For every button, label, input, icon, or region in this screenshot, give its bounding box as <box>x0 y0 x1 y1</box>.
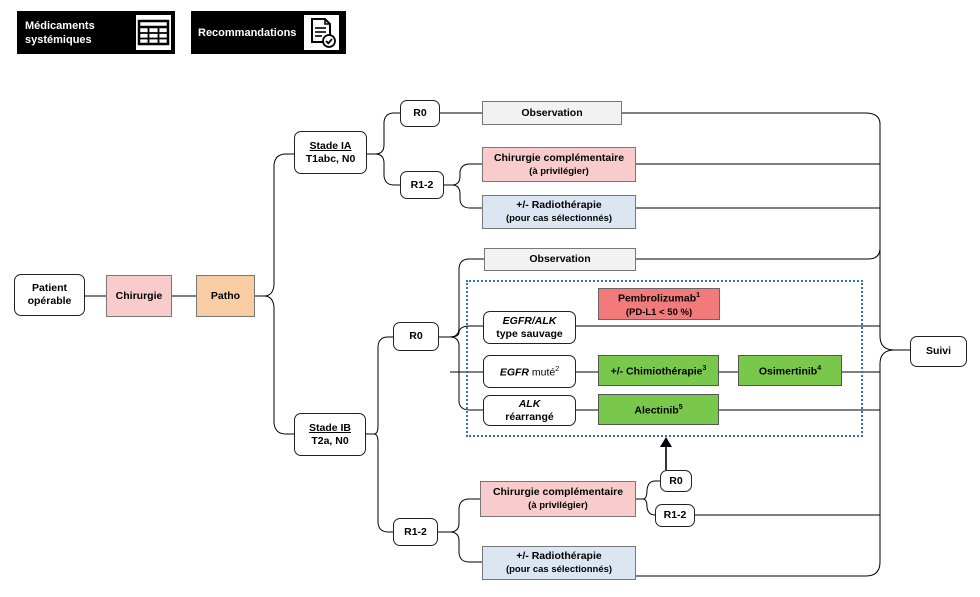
node-ib-r12[interactable]: R1-2 <box>393 518 438 546</box>
node-patient-operable[interactable]: Patient opérable <box>14 274 85 316</box>
patient-line1: Patient <box>31 282 67 294</box>
chimio-line: +/- Chimiothérapie3 <box>611 362 707 379</box>
node-chirurgie[interactable]: Chirurgie <box>106 275 172 317</box>
node-ib-r0[interactable]: R0 <box>393 322 439 351</box>
node-chimiotherapie[interactable]: +/- Chimiothérapie3 <box>598 355 719 386</box>
ib-r12-label: R1-2 <box>404 525 427 538</box>
egfr-mute-gene: EGFR <box>499 366 529 379</box>
ia-r12-label: R1-2 <box>410 178 434 191</box>
node-sub-r0[interactable]: R0 <box>660 470 692 492</box>
osimertinib-name: Osimertinib <box>758 365 818 378</box>
pembrolizumab-footnote: 1 <box>696 292 701 300</box>
ia-radio-line1: +/- Radiothérapie <box>516 199 602 211</box>
stade-ib-title: Stade IB <box>308 421 351 434</box>
egfr-mute-text: muté <box>529 366 556 379</box>
table-icon <box>136 15 171 50</box>
recommandations-label: Recommandations <box>198 26 297 39</box>
alk-rearrange-text: réarrangé <box>505 410 554 423</box>
ia-r0-label: R0 <box>413 107 427 119</box>
medicaments-line1: Médicaments <box>25 19 95 32</box>
stade-ib-sub: T2a, N0 <box>311 434 349 447</box>
node-ib-radiotherapie[interactable]: +/- Radiothérapie (pour cas sélectionnés… <box>482 546 636 580</box>
node-stade-ib[interactable]: Stade IB T2a, N0 <box>294 413 366 456</box>
medicaments-label: Médicaments systémiques <box>25 19 95 47</box>
pembrolizumab-line: Pembrolizumab1 <box>618 289 700 306</box>
medicaments-line2: systémiques <box>25 33 92 46</box>
node-ib-observation[interactable]: Observation <box>484 248 636 271</box>
alectinib-line: Alectinib5 <box>634 401 682 418</box>
node-alectinib[interactable]: Alectinib5 <box>598 394 719 425</box>
osimertinib-line: Osimertinib4 <box>759 362 821 379</box>
ia-radio-line2: (pour cas sélectionnés) <box>505 213 613 224</box>
sub-r12-label: R1-2 <box>663 509 687 521</box>
pembrolizumab-name: Pembrolizumab <box>617 292 697 305</box>
node-pembrolizumab[interactable]: Pembrolizumab1 (PD-L1 < 50 %) <box>598 288 720 320</box>
node-osimertinib[interactable]: Osimertinib4 <box>738 355 842 386</box>
node-ia-r0[interactable]: R0 <box>400 100 440 127</box>
stade-ia-sub: T1abc, N0 <box>305 152 356 165</box>
node-ia-r12[interactable]: R1-2 <box>400 171 444 199</box>
recommandations-button[interactable]: Recommandations <box>191 11 346 54</box>
alectinib-footnote: 5 <box>678 404 683 412</box>
medicaments-systemiques-button[interactable]: Médicaments systémiques <box>17 11 175 54</box>
chirurgie-label: Chirurgie <box>115 289 163 302</box>
egfr-alk-type: type sauvage <box>496 327 563 340</box>
adjuvant-treatment-frame <box>466 280 863 437</box>
chimio-footnote: 3 <box>702 365 707 373</box>
node-patho[interactable]: Patho <box>196 275 255 317</box>
egfr-alk-gene: EGFR/ALK <box>502 314 557 327</box>
node-ib-chirurgie-complementaire[interactable]: Chirurgie complémentaire (à privilégier) <box>480 481 636 517</box>
ib-radio-line1: +/- Radiothérapie <box>516 550 602 562</box>
document-check-icon <box>304 15 339 50</box>
ib-chirurgie-line2: (à privilégier) <box>528 500 588 511</box>
alectinib-name: Alectinib <box>634 404 679 417</box>
ib-r0-label: R0 <box>409 330 423 342</box>
osimertinib-footnote: 4 <box>817 365 822 373</box>
node-ia-radiotherapie[interactable]: +/- Radiothérapie (pour cas sélectionnés… <box>482 195 636 229</box>
ia-observation-label: Observation <box>521 106 583 119</box>
pembrolizumab-sub: (PD-L1 < 50 %) <box>625 306 693 318</box>
alk-gene: ALK <box>518 397 541 410</box>
ib-observation-label: Observation <box>529 253 591 265</box>
node-stade-ia[interactable]: Stade IA T1abc, N0 <box>294 131 367 174</box>
ib-radio-line2: (pour cas sélectionnés) <box>505 564 613 575</box>
node-sub-r12[interactable]: R1-2 <box>655 504 695 527</box>
patho-label: Patho <box>210 289 241 302</box>
egfr-mute-line: EGFR muté2 <box>500 363 559 380</box>
node-ia-observation[interactable]: Observation <box>482 101 622 125</box>
node-egfr-mute[interactable]: EGFR muté2 <box>483 355 576 388</box>
node-ia-chirurgie-complementaire[interactable]: Chirurgie complémentaire (à privilégier) <box>482 147 636 182</box>
egfr-mute-footnote: 2 <box>555 366 560 374</box>
sub-r0-label: R0 <box>669 474 683 487</box>
suivi-label: Suivi <box>925 345 952 357</box>
node-alk-rearrange[interactable]: ALK réarrangé <box>483 395 576 426</box>
ia-chirurgie-line1: Chirurgie complémentaire <box>493 151 625 164</box>
stade-ia-title: Stade IA <box>309 139 352 152</box>
patient-line2: opérable <box>27 295 72 307</box>
chimio-name: +/- Chimiothérapie <box>610 365 703 378</box>
node-egfr-alk-sauvage[interactable]: EGFR/ALK type sauvage <box>483 311 576 344</box>
ia-chirurgie-line2: (à privilégier) <box>529 165 589 177</box>
node-suivi[interactable]: Suivi <box>910 336 967 367</box>
ib-chirurgie-line1: Chirurgie complémentaire <box>492 486 624 498</box>
